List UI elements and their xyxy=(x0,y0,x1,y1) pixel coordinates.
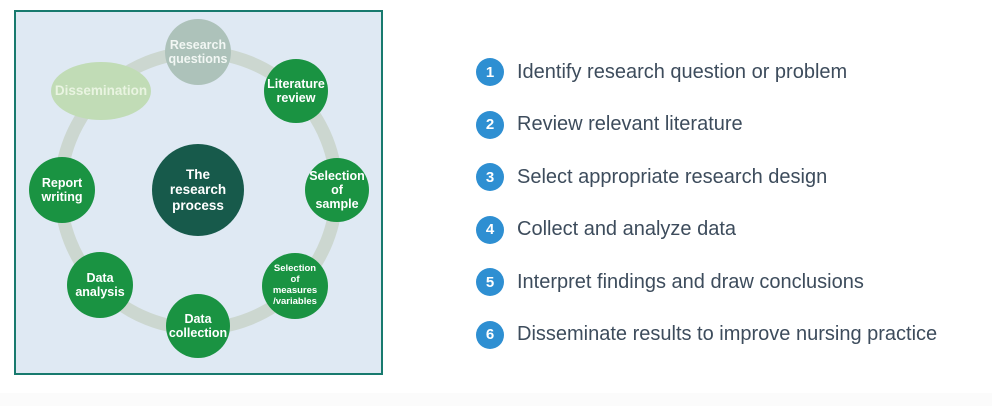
research-process-diagram: Research questions Literature review Sel… xyxy=(14,10,383,375)
node-literature-review-label: Literature review xyxy=(267,77,325,105)
list-item: 5 Interpret findings and draw conclusion… xyxy=(476,268,937,296)
node-selection-of-measures-label: Selection of measures /variables xyxy=(272,263,318,307)
node-selection-of-measures: Selection of measures /variables xyxy=(262,253,328,319)
node-data-analysis-label: Data analysis xyxy=(75,271,125,299)
step-text: Identify research question or problem xyxy=(517,60,848,83)
list-item: 4 Collect and analyze data xyxy=(476,215,937,244)
node-dissemination: Dissemination xyxy=(51,62,151,120)
node-report-writing: Report writing xyxy=(29,157,95,223)
list-item: 1 Identify research question or problem xyxy=(476,58,937,86)
node-data-collection: Data collection xyxy=(166,294,230,358)
node-dissemination-label: Dissemination xyxy=(54,83,148,99)
node-data-collection-label: Data collection xyxy=(168,312,228,340)
list-item: 2 Review relevant literature xyxy=(476,110,937,139)
node-literature-review: Literature review xyxy=(264,59,328,123)
node-selection-of-sample: Selection of sample xyxy=(305,158,369,222)
research-steps-list: 1 Identify research question or problem … xyxy=(476,58,937,349)
diagram-center-circle: The research process xyxy=(152,144,244,236)
step-number-badge: 4 xyxy=(476,215,504,244)
diagram-center-label: The research process xyxy=(169,167,227,213)
step-number-badge: 2 xyxy=(476,110,504,139)
step-text: Interpret findings and draw conclusions xyxy=(517,270,864,293)
node-data-analysis: Data analysis xyxy=(67,252,133,318)
step-text: Review relevant literature xyxy=(517,113,743,135)
step-number-badge: 3 xyxy=(476,163,504,191)
step-number-badge: 1 xyxy=(476,58,504,86)
step-number-badge: 5 xyxy=(476,268,504,296)
node-selection-of-sample-label: Selection of sample xyxy=(309,169,365,211)
bottom-strip xyxy=(0,393,992,406)
node-research-questions-label: Research questions xyxy=(168,38,228,66)
step-text: Select appropriate research design xyxy=(517,165,828,188)
step-text: Disseminate results to improve nursing p… xyxy=(517,323,938,345)
step-text: Collect and analyze data xyxy=(517,218,737,240)
list-item: 3 Select appropriate research design xyxy=(476,163,937,191)
list-item: 6 Disseminate results to improve nursing… xyxy=(476,320,938,349)
node-report-writing-label: Report writing xyxy=(41,176,83,204)
step-number-badge: 6 xyxy=(476,320,504,349)
node-research-questions: Research questions xyxy=(165,19,231,85)
